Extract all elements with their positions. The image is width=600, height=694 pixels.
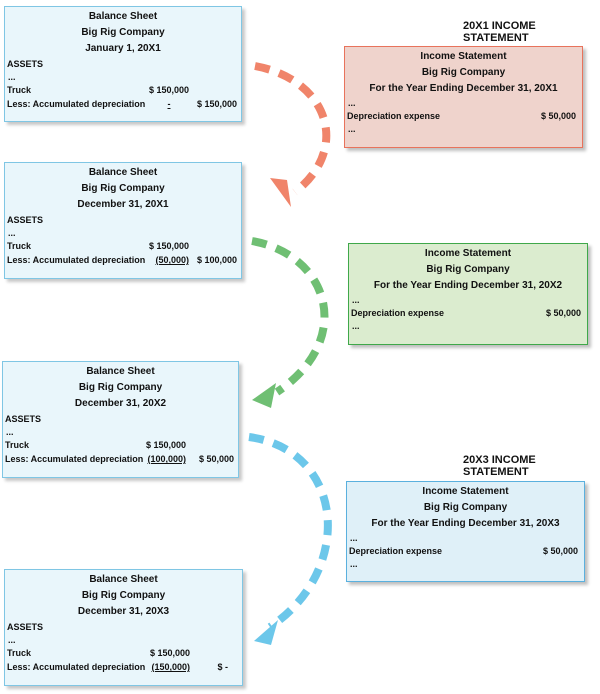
- balance-sheet-dec-31-20x2: Balance Sheet Big Rig Company December 3…: [2, 361, 239, 478]
- bs-company: Big Rig Company: [78, 382, 163, 393]
- accum-dep-amount: (50,000): [155, 255, 189, 265]
- truck-row: Truck $ 150,000: [5, 83, 241, 97]
- bs-company: Big Rig Company: [81, 590, 166, 601]
- ellipsis: ...: [8, 228, 16, 238]
- ellipsis: ...: [6, 427, 14, 437]
- arrow-20x3: [248, 433, 332, 631]
- net-amount: $ 50,000: [198, 454, 234, 464]
- arrow-20x2-head: [252, 383, 276, 408]
- truck-amount: $ 150,000: [145, 440, 186, 450]
- balance-sheet-jan-1-20x1: Balance Sheet Big Rig Company January 1,…: [4, 6, 242, 122]
- truck-label: Truck: [7, 648, 32, 658]
- heading-20x1-income-statement: 20X1 INCOME STATEMENT: [463, 20, 536, 44]
- income-statement-20x2: Income Statement Big Rig Company For the…: [348, 243, 588, 345]
- is-company: Big Rig Company: [421, 67, 506, 78]
- ellipsis: ...: [8, 635, 16, 645]
- dep-expense-label: Depreciation expense: [349, 546, 443, 556]
- balance-sheet-dec-31-20x1: Balance Sheet Big Rig Company December 3…: [4, 162, 242, 279]
- net-amount: $ 100,000: [196, 255, 237, 265]
- dep-expense-amount: $ 50,000: [540, 111, 576, 121]
- dep-expense-row: Depreciation expense $ 50,000: [349, 306, 587, 320]
- ellipsis: ...: [352, 295, 360, 305]
- bs-company: Big Rig Company: [81, 183, 165, 194]
- accum-dep-amount: (100,000): [147, 454, 186, 464]
- ellipsis: ...: [348, 124, 356, 134]
- accum-dep-amount: -: [167, 99, 171, 109]
- assets-label: ASSETS: [7, 59, 44, 69]
- is-title: Income Statement: [420, 51, 507, 62]
- is-period: For the Year Ending December 31, 20X1: [369, 83, 558, 94]
- dep-expense-row: Depreciation expense $ 50,000: [345, 109, 582, 123]
- net-amount: $ -: [217, 662, 228, 672]
- truck-label: Truck: [7, 85, 32, 95]
- heading-20x3-income-statement: 20X3 INCOME STATEMENT: [463, 454, 536, 478]
- truck-amount: $ 150,000: [148, 85, 189, 95]
- net-amount: $ 150,000: [196, 99, 237, 109]
- ellipsis: ...: [350, 559, 358, 569]
- arrow-20x1-head: [270, 178, 291, 207]
- arrow-20x3-head: [254, 620, 278, 645]
- is-company: Big Rig Company: [423, 502, 508, 513]
- truck-amount: $ 150,000: [149, 648, 190, 658]
- ellipsis: ...: [8, 72, 16, 82]
- ellipsis: ...: [348, 98, 356, 108]
- assets-label: ASSETS: [7, 215, 44, 225]
- truck-label: Truck: [5, 440, 30, 450]
- accum-dep-row: Less: Accumulated depreciation (150,000)…: [5, 660, 242, 674]
- bs-date: December 31, 20X3: [77, 606, 170, 617]
- accum-dep-row: Less: Accumulated depreciation - $ 150,0…: [5, 97, 241, 111]
- truck-row: Truck $ 150,000: [3, 438, 238, 452]
- truck-label: Truck: [7, 241, 32, 251]
- assets-label: ASSETS: [5, 414, 42, 424]
- bs-date: January 1, 20X1: [85, 43, 161, 54]
- accum-dep-row: Less: Accumulated depreciation (50,000) …: [5, 253, 241, 267]
- truck-row: Truck $ 150,000: [5, 646, 242, 660]
- is-title: Income Statement: [424, 248, 512, 259]
- is-period: For the Year Ending December 31, 20X3: [371, 518, 560, 529]
- assets-label: ASSETS: [7, 622, 44, 632]
- ellipsis: ...: [350, 533, 358, 543]
- dep-expense-label: Depreciation expense: [347, 111, 441, 121]
- is-period: For the Year Ending December 31, 20X2: [373, 280, 563, 291]
- bs-date: December 31, 20X1: [77, 199, 169, 210]
- bs-date: December 31, 20X2: [74, 398, 167, 409]
- truck-row: Truck $ 150,000: [5, 239, 241, 253]
- income-statement-20x3: Income Statement Big Rig Company For the…: [346, 481, 585, 582]
- accum-dep-label: Less: Accumulated depreciation: [7, 662, 146, 672]
- bs-title: Balance Sheet: [89, 574, 158, 585]
- is-title: Income Statement: [422, 486, 509, 497]
- bs-title: Balance Sheet: [88, 167, 158, 178]
- dep-expense-row: Depreciation expense $ 50,000: [347, 544, 584, 558]
- accum-dep-label: Less: Accumulated depreciation: [5, 454, 144, 464]
- bs-company: Big Rig Company: [81, 27, 165, 38]
- ellipsis: ...: [352, 321, 360, 331]
- dep-expense-amount: $ 50,000: [545, 308, 581, 318]
- truck-amount: $ 150,000: [148, 241, 189, 251]
- dep-expense-amount: $ 50,000: [542, 546, 578, 556]
- accum-dep-row: Less: Accumulated depreciation (100,000)…: [3, 452, 238, 466]
- dep-expense-label: Depreciation expense: [351, 308, 445, 318]
- accum-dep-label: Less: Accumulated depreciation: [7, 99, 146, 109]
- bs-title: Balance Sheet: [86, 366, 155, 377]
- balance-sheet-dec-31-20x3: Balance Sheet Big Rig Company December 3…: [4, 569, 243, 686]
- is-company: Big Rig Company: [426, 264, 510, 275]
- arrow-20x1: [254, 62, 331, 196]
- bs-title: Balance Sheet: [88, 11, 158, 22]
- accum-dep-amount: (150,000): [151, 662, 190, 672]
- accum-dep-label: Less: Accumulated depreciation: [7, 255, 146, 265]
- arrow-20x2: [251, 237, 329, 396]
- income-statement-20x1: Income Statement Big Rig Company For the…: [344, 46, 583, 148]
